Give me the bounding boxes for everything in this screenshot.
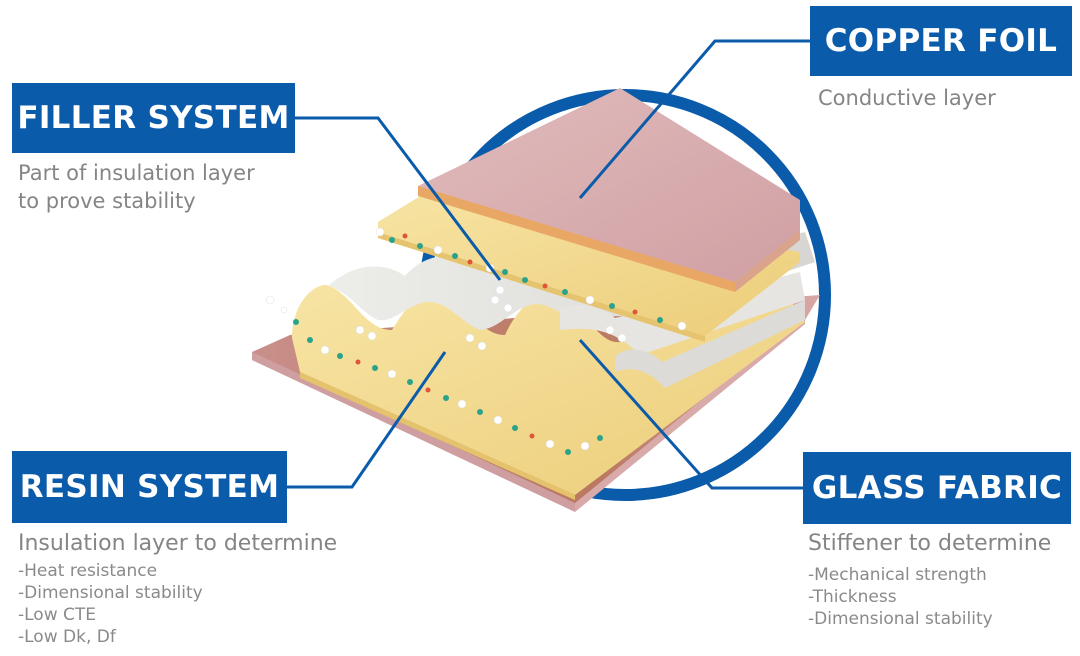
property-item: -Dimensional stability xyxy=(18,583,203,603)
upper-resin-layer xyxy=(378,190,800,336)
description-line: Stiffener to determine xyxy=(808,531,1052,556)
leader-lines xyxy=(287,39,810,490)
filler-leader-line xyxy=(295,116,502,281)
property-item: -Low Dk, Df xyxy=(18,627,116,647)
copper-leader-line xyxy=(578,39,810,199)
description-line: Part of insulation layer xyxy=(18,161,255,185)
glass-fabric-properties: -Mechanical strength -Thickness -Dimensi… xyxy=(808,564,993,630)
top-copper-layer xyxy=(418,88,800,288)
description-line: to prove stability xyxy=(18,189,196,213)
description-line: Insulation layer to determine xyxy=(18,531,338,556)
glass-leader-line xyxy=(578,339,803,490)
filler-particles xyxy=(265,227,687,455)
property-item: -Low CTE xyxy=(18,605,97,625)
property-item: -Thickness xyxy=(808,587,897,607)
filler-system-description: Part of insulation layer to prove stabil… xyxy=(18,159,255,215)
property-item: -Dimensional stability xyxy=(808,609,993,629)
property-item: -Mechanical strength xyxy=(808,565,987,585)
description-line: Conductive layer xyxy=(818,86,996,110)
filler-system-label: FILLER SYSTEM xyxy=(12,83,295,153)
resin-system-description: Insulation layer to determine xyxy=(18,530,337,558)
glass-fabric-label: GLASS FABRIC xyxy=(803,452,1071,524)
glass-fabric-description: Stiffener to determine xyxy=(808,530,1051,558)
copper-foil-label: COPPER FOIL xyxy=(810,6,1072,76)
resin-system-label: RESIN SYSTEM xyxy=(12,451,287,523)
property-item: -Heat resistance xyxy=(18,561,158,581)
copper-foil-description: Conductive layer xyxy=(818,84,996,112)
resin-system-properties: -Heat resistance -Dimensional stability … xyxy=(18,560,203,648)
resin-leader-line xyxy=(287,351,447,489)
